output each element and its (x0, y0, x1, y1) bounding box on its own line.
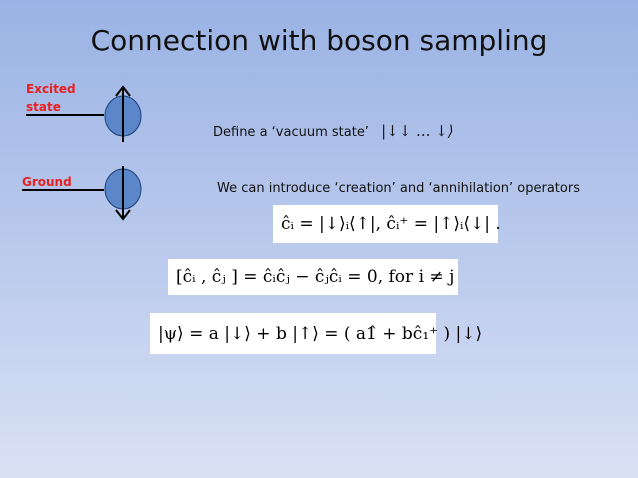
excited-state-label: Excited state (26, 80, 76, 116)
equation-operators: ĉᵢ = |↓⟩ᵢ⟨↑|, ĉᵢ⁺ = |↑⟩ᵢ⟨↓| . (273, 205, 501, 243)
excited-label-line1: Excited (26, 82, 76, 96)
ground-level-line (22, 189, 104, 191)
spin-up-icon (104, 85, 142, 142)
vacuum-ket: |↓↓ ... ↓⟩ (381, 122, 454, 140)
spin-down-icon (104, 166, 142, 221)
ground-state-label: Ground (22, 175, 72, 189)
equation-commutator: [ĉᵢ , ĉⱼ ] = ĉᵢĉⱼ − ĉⱼĉᵢ = 0, for i ≠ j (168, 259, 458, 295)
vacuum-prefix: Define a ‘vacuum state’ (213, 125, 369, 140)
equation-superposition: |ψ⟩ = a |↓⟩ + b |↑⟩ = ( a1̂ + bĉ₁⁺ ) |↓⟩ (150, 313, 482, 354)
excited-level-line (26, 114, 104, 116)
excited-label-line2: state (26, 100, 61, 114)
vacuum-state-text: Define a ‘vacuum state’ |↓↓ ... ↓⟩ (213, 122, 454, 140)
operators-intro-text: We can introduce ‘creation’ and ‘annihil… (217, 181, 580, 196)
slide-title: Connection with boson sampling (90, 24, 548, 57)
